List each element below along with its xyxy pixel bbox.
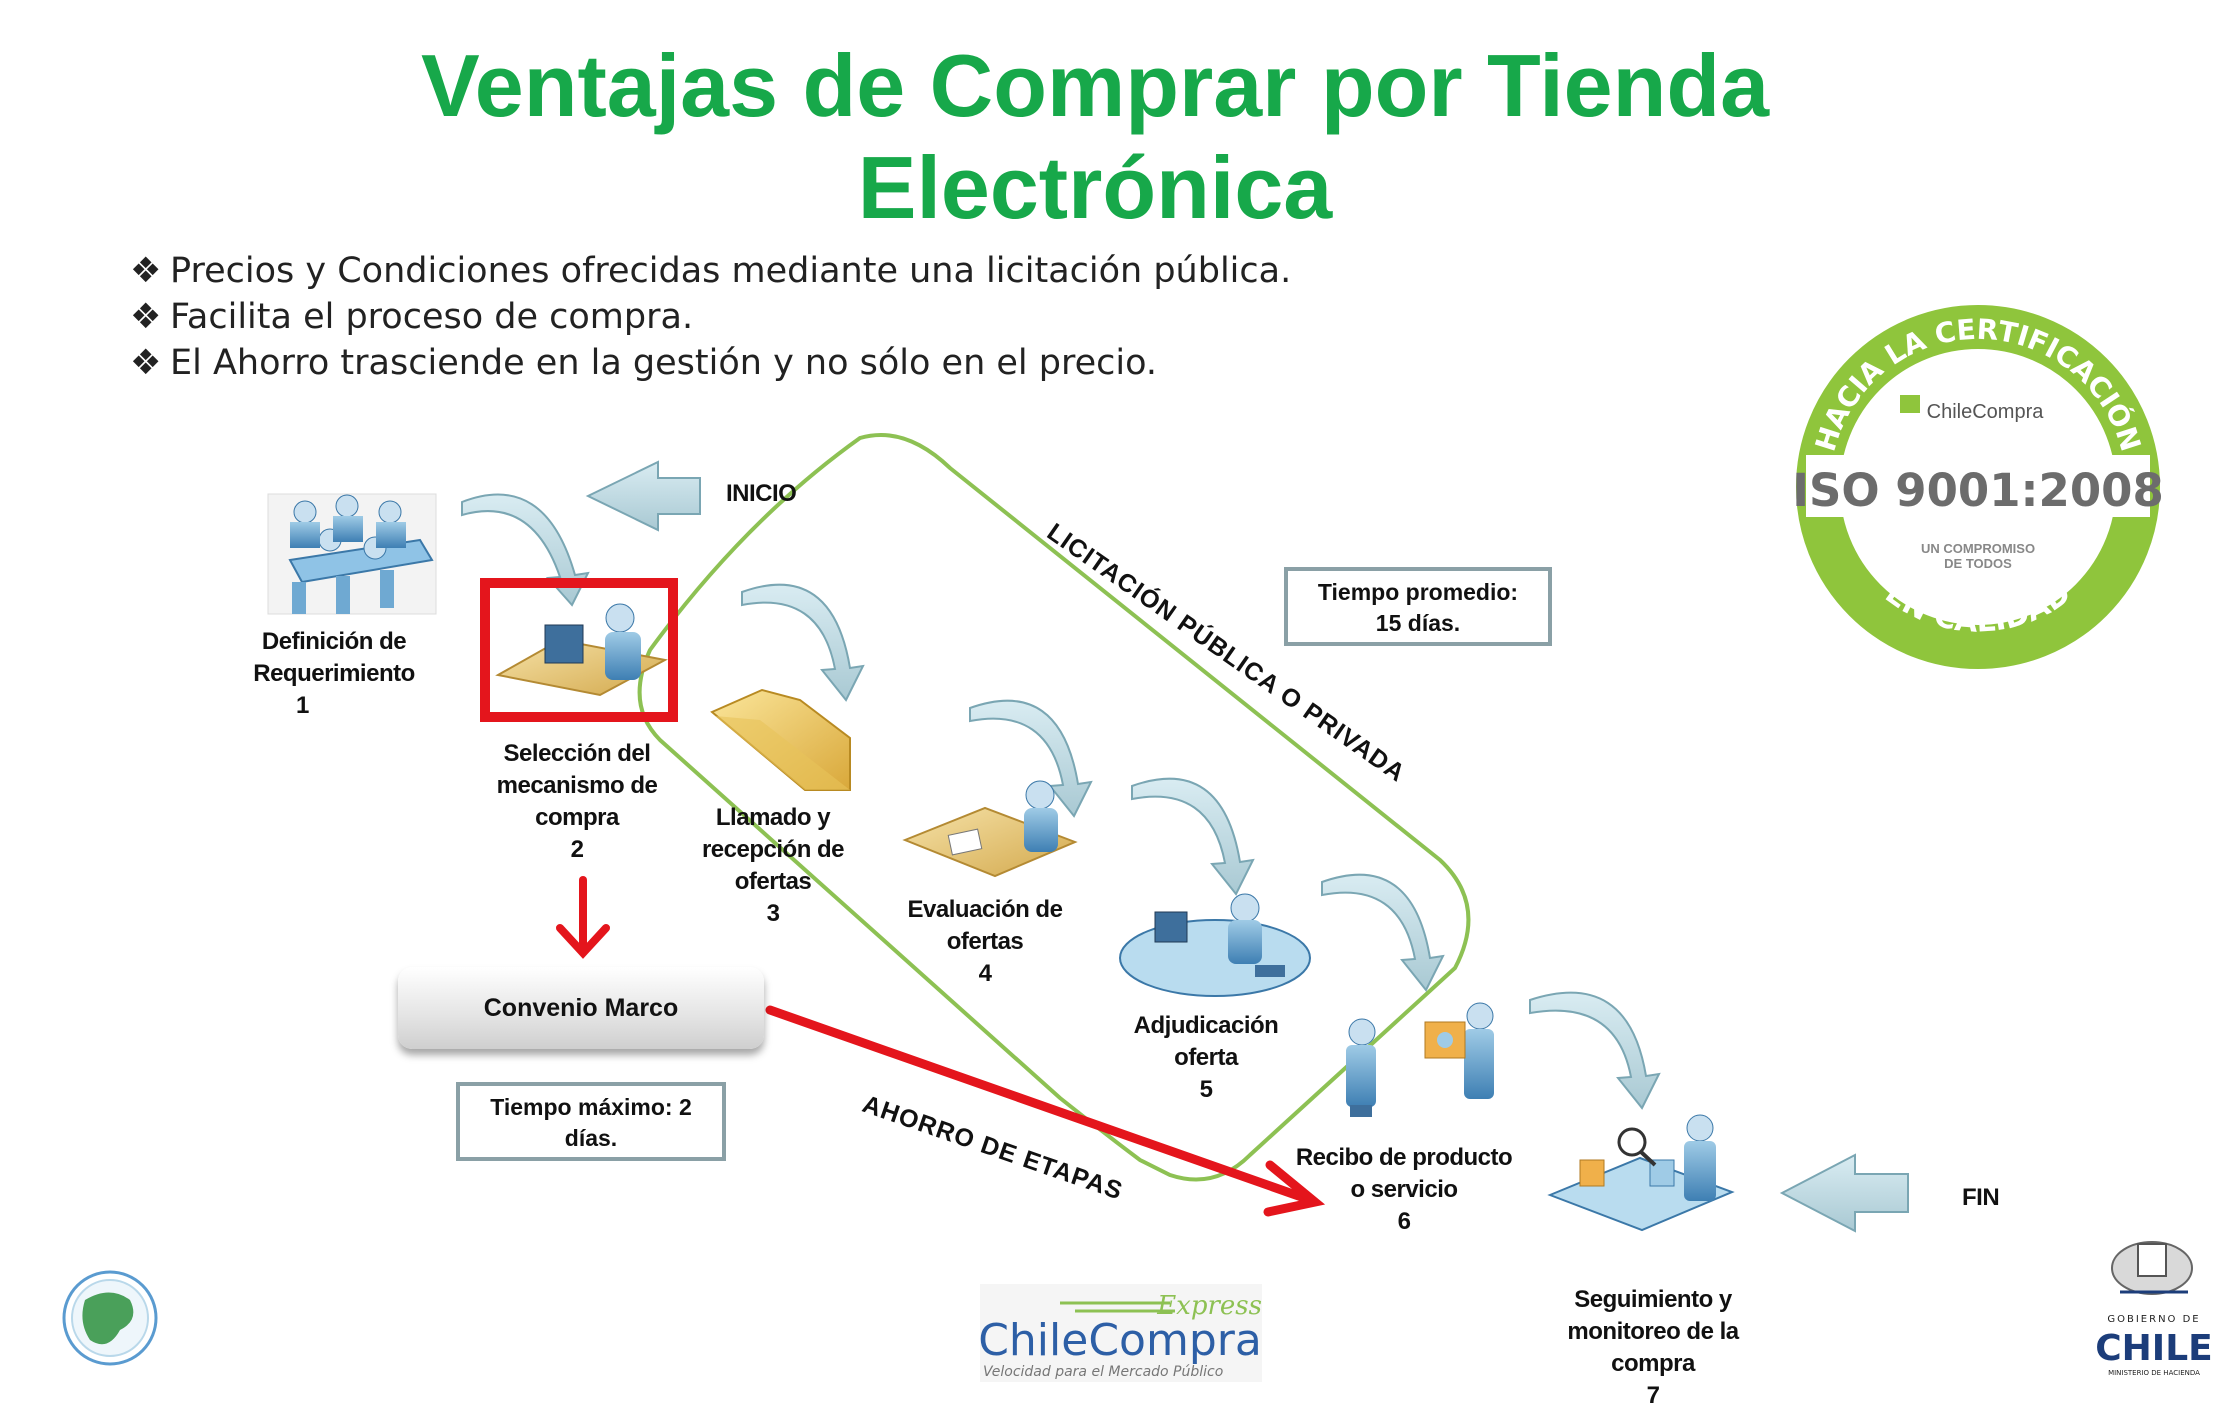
bullet-item: ❖Facilita el proceso de compra.	[130, 294, 1291, 340]
monitoring-icon	[1547, 1114, 1735, 1232]
diamond-bullet-icon: ❖	[130, 297, 162, 337]
red-diagonal-arrow-icon	[765, 1005, 1326, 1217]
iso-sub2: DE TODOS	[1944, 556, 2012, 571]
tiempo-promedio-box: Tiempo promedio:15 días.	[1284, 567, 1552, 646]
inicio-arrow-icon	[585, 460, 701, 532]
globe-logo-icon	[62, 1270, 158, 1366]
award-desk-icon	[1119, 893, 1311, 997]
delivery-icon	[1346, 1002, 1494, 1117]
convenio-marco-button: Convenio Marco	[398, 967, 764, 1049]
iso-code: ISO 9001:2008	[1792, 464, 2164, 517]
logo-name: ChileCompra	[978, 1315, 1262, 1366]
meeting-icon	[267, 493, 437, 615]
logo-tagline: Velocidad para el Mercado Público	[983, 1364, 1223, 1380]
fin-arrow-icon	[1779, 1153, 1909, 1233]
bullet-item: ❖Precios y Condiciones ofrecidas mediant…	[130, 248, 1291, 294]
evaluation-desk-icon	[902, 780, 1078, 878]
gobierno-line2: CHILE	[2095, 1328, 2212, 1369]
bullet-list: ❖Precios y Condiciones ofrecidas mediant…	[130, 248, 1291, 386]
bullet-item: ❖El Ahorro trasciende en la gestión y no…	[130, 340, 1291, 386]
folder-icon	[710, 688, 851, 791]
gobierno-line1: GOBIERNO DE	[2107, 1314, 2200, 1325]
chilecompra-logo-icon	[1900, 395, 1920, 413]
gobierno-line3: MINISTERIO DE HACIENDA	[2108, 1369, 2200, 1377]
page-title: Ventajas de Comprar por Tienda	[420, 36, 1770, 135]
iso-sub1: UN COMPROMISO	[1921, 541, 2035, 556]
iso-certification-badge	[1790, 300, 2160, 672]
licitacion-boundary	[637, 433, 1471, 1182]
logo-express: Express	[1156, 1291, 1262, 1321]
iso-brand: ChileCompra	[1927, 401, 2045, 423]
diamond-bullet-icon: ❖	[130, 251, 162, 291]
selected-step-highlight	[480, 578, 678, 722]
chilecompra-express-logo	[980, 1284, 1262, 1382]
fin-label: FIN	[1962, 1184, 2000, 1211]
desk-worker-icon	[495, 603, 668, 697]
page-title-line2: Electrónica	[857, 138, 1333, 237]
inicio-label: INICIO	[726, 480, 797, 507]
curved-arrow-icon	[461, 493, 1661, 1110]
coat-of-arms-icon	[2111, 1241, 2193, 1295]
red-down-arrow-icon	[556, 876, 610, 959]
diamond-bullet-icon: ❖	[130, 343, 162, 383]
